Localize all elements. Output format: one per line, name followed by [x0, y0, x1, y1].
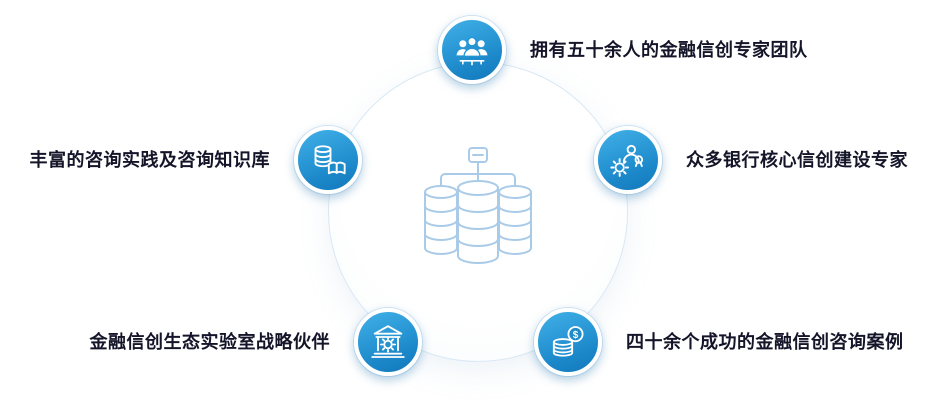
team-icon [452, 30, 492, 70]
feature-label: 丰富的咨询实践及咨询知识库 [29, 150, 270, 170]
feature-bubble-top [438, 16, 506, 84]
bank-gear-icon [368, 322, 408, 362]
feature-bubble-left [294, 126, 362, 194]
database-book-icon [308, 140, 348, 180]
coins-icon: $ [548, 322, 588, 362]
feature-bubble-bottom-right: $ [534, 308, 602, 376]
svg-text:$: $ [573, 330, 579, 341]
database-cluster-icon [403, 140, 553, 290]
feature-bubble-bottom-left [354, 308, 422, 376]
feature-label: 众多银行核心信创建设专家 [686, 150, 908, 170]
feature-label: 金融信创生态实验室战略伙伴 [89, 332, 330, 352]
expert-gear-icon [608, 140, 648, 180]
feature-label: 四十余个成功的金融信创咨询案例 [626, 332, 904, 352]
feature-bubble-right [594, 126, 662, 194]
feature-label: 拥有五十余人的金融信创专家团队 [530, 40, 808, 60]
